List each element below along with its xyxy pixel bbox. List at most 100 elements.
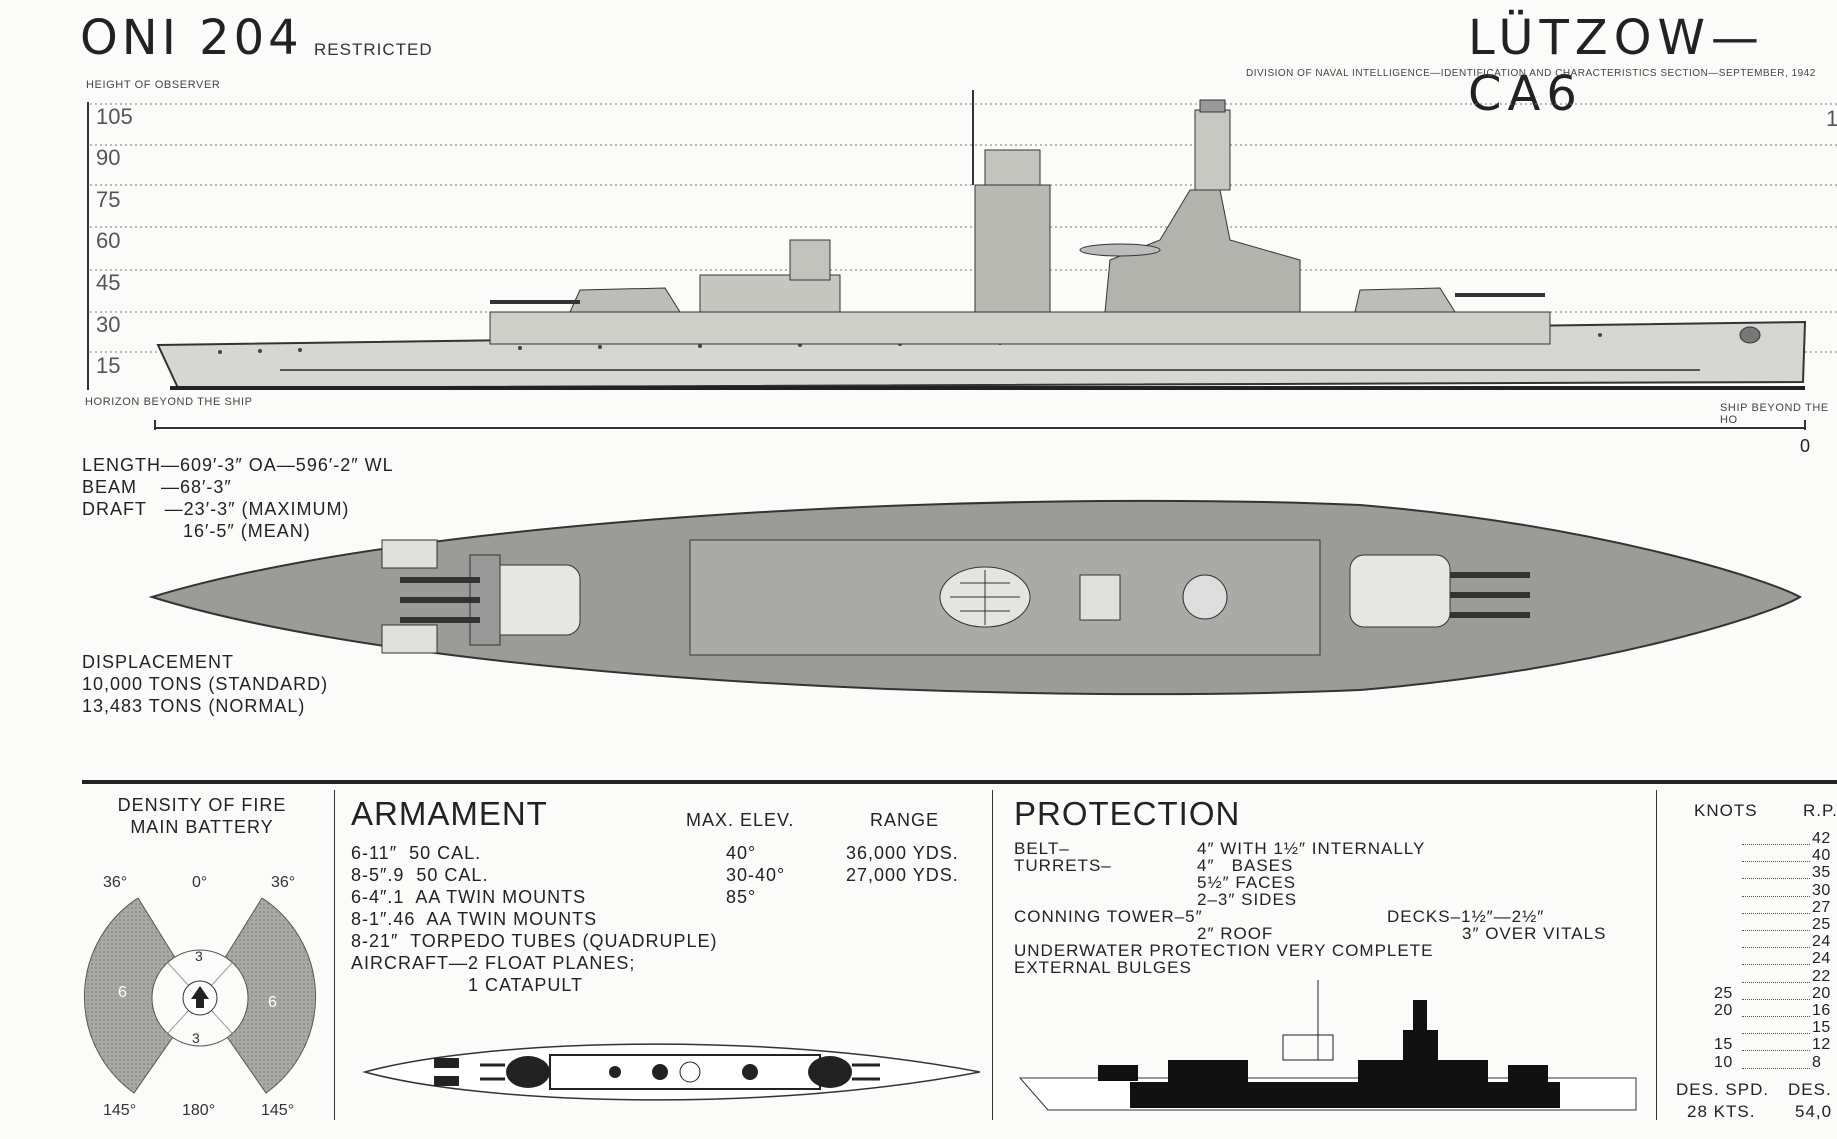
density-title-2: MAIN BATTERY — [130, 817, 274, 837]
armament-row-desc: 6-11″ 50 CAL. — [351, 843, 482, 863]
beam-spec: BEAM —68′-3″ — [82, 477, 232, 497]
draft-spec: DRAFT —23′-3″ (MAXIMUM) — [82, 499, 350, 519]
angle-top-right: 36° — [271, 874, 296, 891]
armament-col-range: RANGE — [870, 810, 940, 830]
speed-rpm-cell: 20 — [1812, 984, 1831, 1002]
displacement-standard: 10,000 TONS (STANDARD) — [82, 674, 329, 694]
decks-vitals: 3″ OVER VITALS — [1462, 924, 1607, 943]
density-title-1: DENSITY OF FIRE — [117, 795, 287, 815]
panel-top-rule — [82, 780, 1837, 784]
armament-row-elev: 85° — [726, 887, 757, 907]
speed-knots-cell: 25 — [1714, 984, 1733, 1002]
height-mark-30: 30 — [96, 312, 121, 337]
conning-roof: 2″ ROOF — [1197, 924, 1274, 943]
speed-leader-dots — [1742, 884, 1810, 897]
divider-1 — [334, 790, 335, 1120]
armament-row-elev: 30-40° — [726, 865, 786, 885]
divider-2 — [992, 790, 993, 1120]
speed-leader-dots — [1742, 987, 1810, 1000]
design-speed-value: 28 KTS. — [1687, 1102, 1756, 1121]
turrets-bases: 4″ BASES — [1197, 856, 1294, 875]
speed-leader-dots — [1742, 1038, 1810, 1052]
speed-leader-dots — [1742, 918, 1810, 931]
speed-leader-dots — [1742, 1004, 1810, 1017]
angle-bottom-left: 145° — [103, 1102, 137, 1119]
speed-leader-dots — [1742, 901, 1810, 914]
rpm-header: R.P. — [1803, 801, 1837, 820]
angle-bottom-right: 145° — [261, 1102, 295, 1119]
design-label: DES. — [1788, 1080, 1832, 1099]
angle-top-left: 36° — [103, 874, 128, 891]
armament-row-range: 36,000 YDS. — [846, 843, 959, 863]
armament-row-desc: 6-4″.1 AA TWIN MOUNTS — [351, 887, 587, 907]
sector-left-value: 6 — [118, 984, 127, 1001]
height-mark-90: 90 — [96, 145, 121, 170]
sector-fore-value: 3 — [195, 948, 203, 964]
armament-row-desc: 8-5″.9 50 CAL. — [351, 865, 489, 885]
angle-bottom-center: 180° — [182, 1102, 216, 1119]
density-of-fire-diagram — [83, 898, 317, 1094]
speed-knots-cell: 10 — [1714, 1053, 1733, 1071]
height-mark-75: 75 — [96, 187, 121, 212]
turrets-sides: 2–3″ SIDES — [1197, 890, 1298, 909]
draft-mean-spec: 16′-5″ (MEAN) — [183, 521, 311, 541]
ship-plan-view — [148, 499, 1802, 696]
speed-leader-dots — [1742, 935, 1810, 949]
height-mark-15: 15 — [96, 353, 121, 378]
ship-title: LÜTZOW—CA6 — [1468, 10, 1765, 122]
height-mark-105: 105 — [96, 104, 133, 129]
belt-label: BELT– — [1014, 839, 1070, 858]
speed-rpm-cell: 8 — [1812, 1053, 1822, 1071]
speed-leader-dots — [1742, 1056, 1810, 1069]
speed-rpm-cell: 42 — [1812, 830, 1831, 847]
armament-row-desc: AIRCRAFT—2 FLOAT PLANES; — [351, 953, 636, 973]
scale-zero: 0 — [1800, 436, 1811, 456]
armament-row-range: 27,000 YDS. — [846, 865, 959, 885]
belt-value: 4″ WITH 1½″ INTERNALLY — [1197, 839, 1426, 858]
speed-rpm-cell: 24 — [1812, 950, 1831, 968]
speed-knots-cell: 20 — [1714, 1002, 1733, 1019]
speed-leader-dots — [1742, 1021, 1810, 1035]
speed-leader-dots — [1742, 866, 1810, 880]
armament-plan-sketch — [362, 1043, 980, 1101]
armament-row-desc: 8-1″.46 AA TWIN MOUNTS — [351, 909, 598, 929]
design-value: 54,0 — [1795, 1102, 1833, 1121]
height-mark-45: 45 — [96, 270, 121, 295]
speed-leader-dots — [1742, 970, 1810, 983]
angle-top-center: 0° — [192, 874, 208, 891]
speed-leader-dots — [1742, 952, 1810, 966]
displacement-normal: 13,483 TONS (NORMAL) — [82, 696, 306, 716]
protection-profile-sketch — [1018, 980, 1637, 1111]
underwater-protection: UNDERWATER PROTECTION VERY COMPLETE — [1014, 941, 1434, 960]
sector-right-value: 6 — [268, 994, 277, 1011]
speed-rpm-cell: 15 — [1812, 1019, 1831, 1037]
divider-3 — [1656, 790, 1657, 1120]
armament-row-desc: 1 CATAPULT — [468, 975, 584, 995]
speed-rpm-cell: 22 — [1812, 967, 1831, 985]
height-mark-60: 60 — [96, 228, 121, 253]
displacement-label: DISPLACEMENT — [82, 652, 235, 672]
armament-row-elev: 40° — [726, 843, 757, 863]
height-of-observer-label: HEIGHT OF OBSERVER — [86, 79, 221, 91]
external-bulges: EXTERNAL BULGES — [1014, 958, 1192, 977]
speed-rpm-cell: 40 — [1812, 847, 1831, 865]
conning-tower: CONNING TOWER–5″ — [1014, 907, 1203, 926]
speed-rpm-cell: 27 — [1812, 898, 1831, 916]
speed-leader-dots — [1742, 849, 1810, 863]
speed-rpm-cell: 30 — [1812, 881, 1831, 899]
speed-rpm-cell: 35 — [1812, 864, 1831, 882]
source-line: DIVISION OF NAVAL INTELLIGENCE—IDENTIFIC… — [1246, 68, 1816, 79]
length-spec: LENGTH—609′-3″ OA—596′-2″ WL — [82, 455, 394, 475]
speed-knots-cell: 15 — [1714, 1036, 1733, 1054]
protection-title: PROTECTION — [1014, 795, 1241, 832]
classification-label: RESTRICTED — [314, 40, 433, 59]
horizon-label: HORIZON BEYOND THE SHIP — [85, 396, 253, 408]
speed-rpm-cell: 16 — [1812, 1002, 1831, 1019]
speed-rpm-cell: 25 — [1812, 916, 1831, 933]
turrets-faces: 5½″ FACES — [1197, 873, 1297, 892]
ship-beyond-label: SHIP BEYOND THE HO — [1720, 402, 1829, 426]
height-mark-right: 1 — [1826, 106, 1837, 131]
speed-rpm-cell: 12 — [1812, 1036, 1831, 1054]
sector-aft-value: 3 — [192, 1030, 200, 1046]
speed-leader-dots — [1742, 832, 1810, 845]
